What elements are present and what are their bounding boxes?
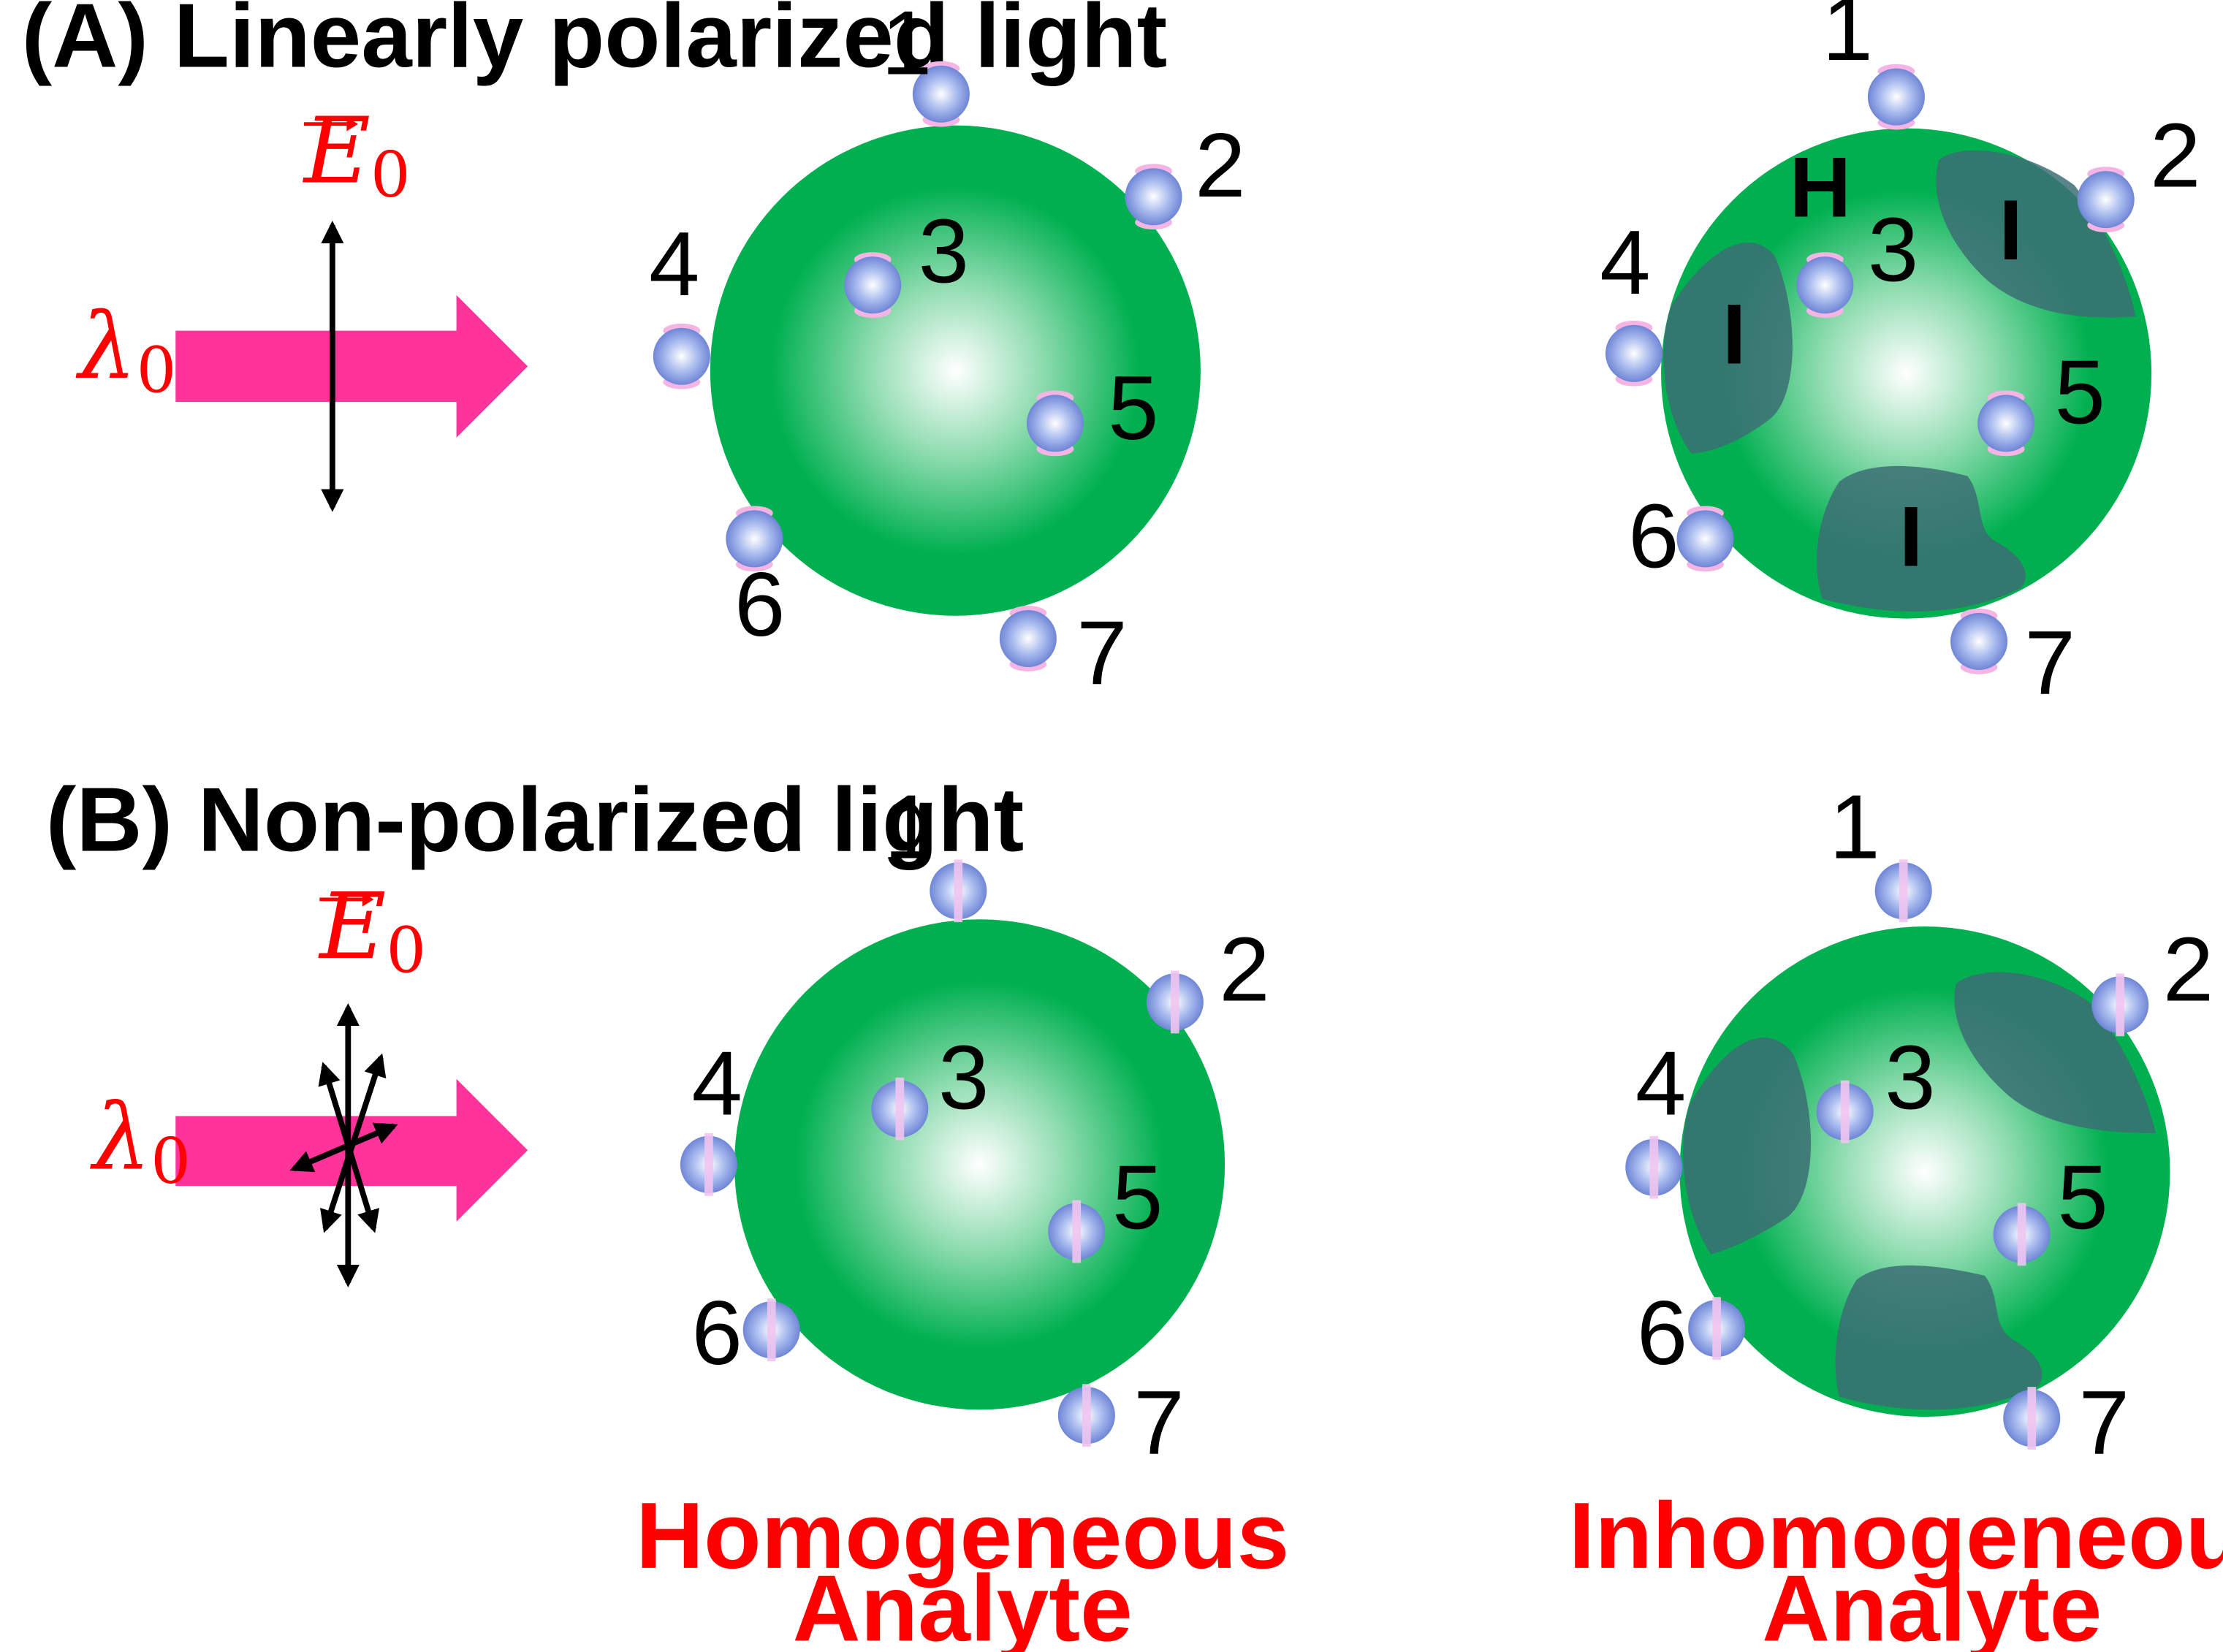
region-label-i-right: I <box>1999 182 2023 278</box>
label-a-i-5: 5 <box>2054 341 2105 443</box>
inhomogeneous-patches-b <box>1683 972 2156 1410</box>
light-arrow-a <box>175 294 528 438</box>
label-a-h-4: 4 <box>649 213 699 315</box>
label-a-i-6: 6 <box>1628 485 1679 587</box>
caption-homogeneous-line1: Homogeneous <box>636 1483 1289 1588</box>
label-b-h-2: 2 <box>1219 918 1269 1020</box>
label-b-h-3: 3 <box>938 1027 989 1129</box>
particle-a-h-4 <box>653 323 710 389</box>
region-label-i-left: I <box>1722 286 1747 381</box>
panel-a-title: (A) Linearly polarized light <box>22 0 1168 87</box>
e-field-label-a: E0 <box>303 99 411 213</box>
caption-inhomogeneous-line1: Inhomogeneous <box>1569 1483 2223 1588</box>
label-b-i-2: 2 <box>2163 918 2214 1020</box>
svg-text:E0: E0 <box>303 99 411 213</box>
label-a-i-7: 7 <box>2025 612 2075 714</box>
label-b-i-6: 6 <box>1637 1282 1687 1384</box>
label-b-h-7: 7 <box>1133 1372 1184 1474</box>
caption-inhomogeneous-line2: Analyte <box>1762 1556 2102 1652</box>
label-b-i-4: 4 <box>1635 1033 1686 1135</box>
label-a-i-2: 2 <box>2150 105 2200 207</box>
label-a-h-3: 3 <box>919 200 969 302</box>
label-b-h-5: 5 <box>1112 1147 1163 1249</box>
caption-homogeneous-line2: Analyte <box>793 1556 1133 1652</box>
e-field-label-b: E0 <box>318 874 426 988</box>
particle-b-i-1 <box>1874 859 1932 923</box>
particle-b-h-4 <box>680 1133 737 1196</box>
label-b-i-5: 5 <box>2057 1147 2108 1249</box>
label-b-h-4: 4 <box>691 1033 742 1135</box>
homogeneous-sphere-a <box>710 125 1201 616</box>
inhomogeneous-patches-a <box>1663 150 2136 612</box>
label-a-h-7: 7 <box>1076 602 1127 704</box>
label-a-i-3: 3 <box>1868 199 1918 300</box>
wavelength-label-a: λ0 <box>75 294 177 408</box>
panel-b-title: (B) Non-polarized light <box>46 769 1024 871</box>
label-a-h-1: 1 <box>881 0 932 94</box>
wavelength-label-b: λ0 <box>89 1085 191 1199</box>
label-b-i-7: 7 <box>2079 1372 2129 1474</box>
label-a-h-6: 6 <box>734 554 785 655</box>
particle-a-h-7 <box>999 606 1057 671</box>
homogeneous-sphere-b <box>734 919 1226 1410</box>
region-label-h: H <box>1790 140 1852 235</box>
particle-b-i-4 <box>1625 1135 1683 1199</box>
label-b-i-1: 1 <box>1829 776 1880 878</box>
label-a-h-5: 5 <box>1108 357 1158 459</box>
label-b-i-3: 3 <box>1885 1027 1935 1129</box>
e-field-arrows-b <box>289 1002 398 1287</box>
svg-text:E0: E0 <box>318 874 426 988</box>
label-a-h-2: 2 <box>1195 115 1245 216</box>
particle-a-i-7 <box>1950 609 2008 674</box>
label-a-i-4: 4 <box>1600 212 1650 313</box>
region-label-i-bottom: I <box>1899 488 1923 584</box>
label-b-h-6: 6 <box>691 1282 742 1384</box>
label-b-h-1: 1 <box>884 776 935 878</box>
label-a-i-1: 1 <box>1822 0 1872 80</box>
particle-a-i-1 <box>1867 64 1925 130</box>
particle-a-i-4 <box>1605 320 1662 387</box>
